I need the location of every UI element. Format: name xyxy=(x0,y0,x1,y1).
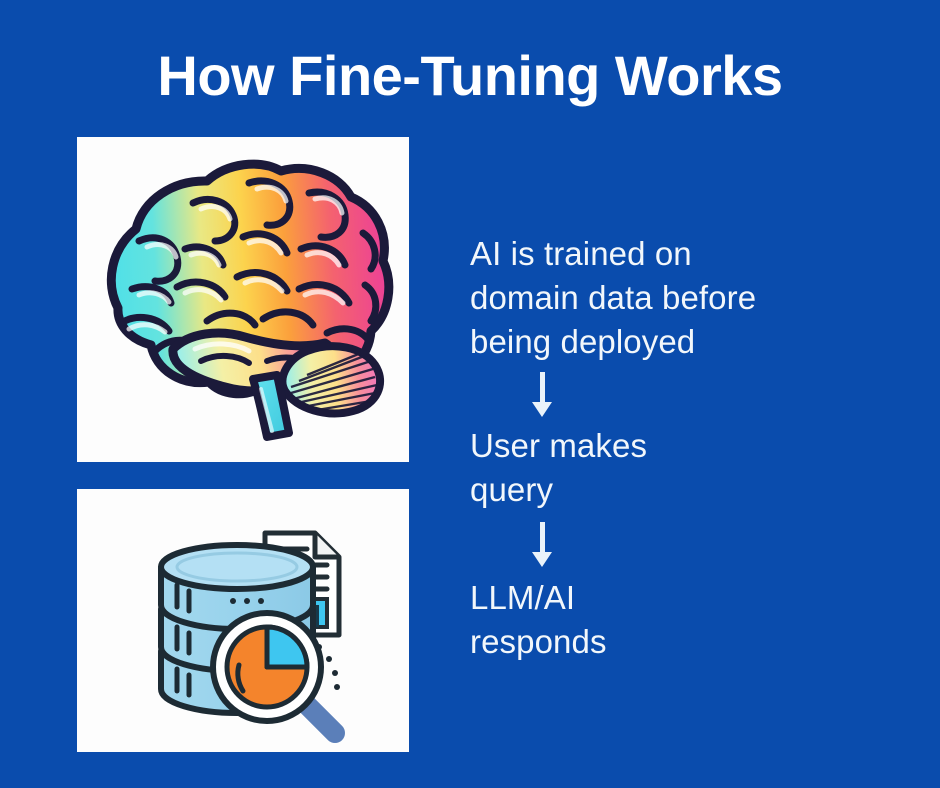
brain-image-card xyxy=(77,137,409,462)
flow-step-training: AI is trained on domain data before bein… xyxy=(470,235,757,360)
flow-step-user-query: User makes query xyxy=(470,427,648,508)
database-analytics-illustration xyxy=(158,530,345,743)
magnifier-pie-chart-icon xyxy=(210,610,345,743)
down-arrow-icon xyxy=(532,518,890,572)
down-arrow-icon xyxy=(532,368,890,422)
arrow-shaft xyxy=(540,522,545,556)
brain-illustration xyxy=(106,159,394,441)
arrow-shaft xyxy=(540,372,545,406)
arrow-head xyxy=(532,402,552,417)
brain-cortex xyxy=(106,159,394,399)
process-flow: AI is trained on domain data before bein… xyxy=(470,232,890,664)
database-image-card xyxy=(77,489,409,752)
flow-step-llm-response: LLM/AI responds xyxy=(470,579,607,660)
brain-stem xyxy=(249,371,293,441)
brain-cerebellum xyxy=(278,342,384,418)
page-title: How Fine-Tuning Works xyxy=(157,44,783,107)
arrow-head xyxy=(532,552,552,567)
